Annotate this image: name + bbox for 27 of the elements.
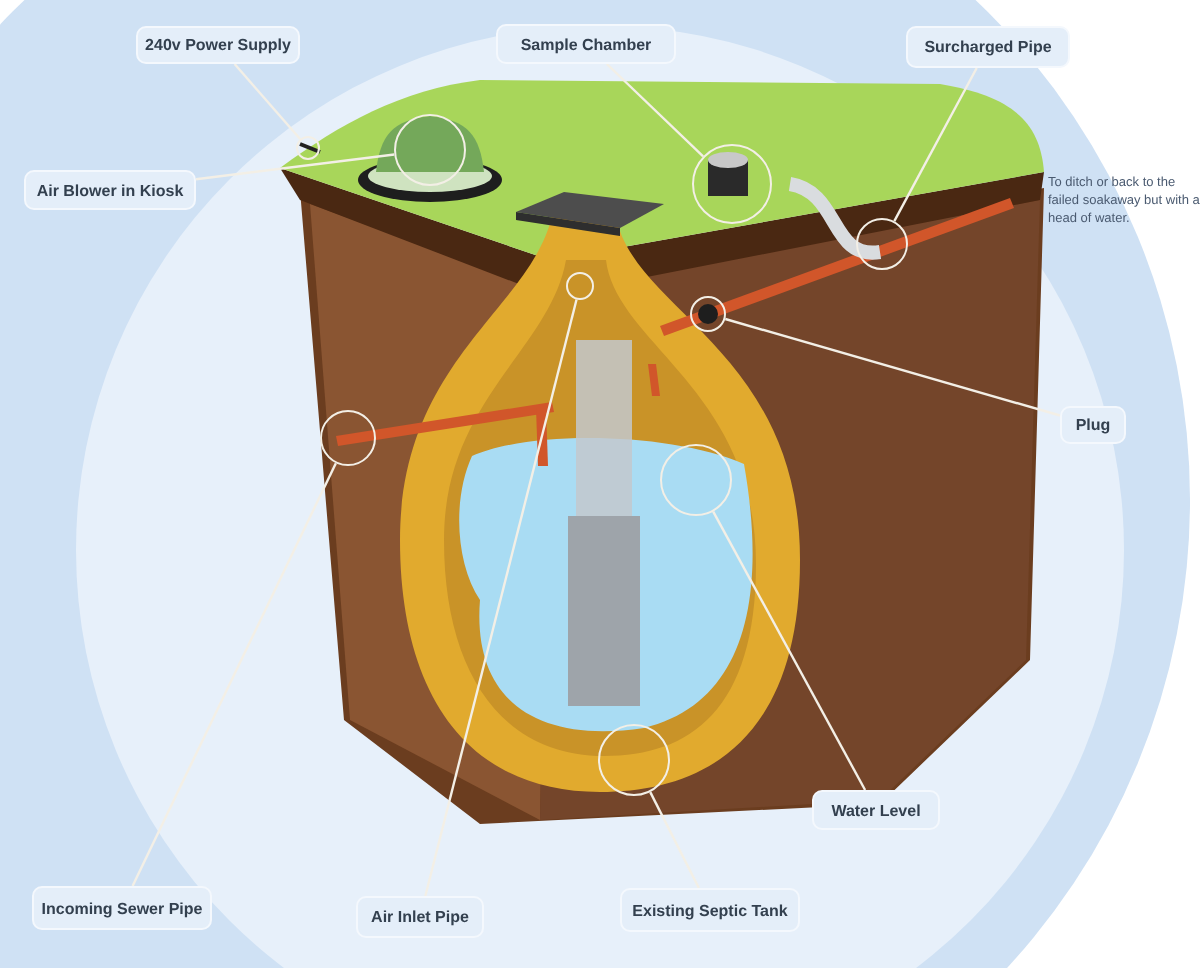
leader-line [649, 791, 700, 889]
callout-circle [394, 114, 466, 186]
leader-line [724, 317, 1061, 417]
leader-line [195, 153, 395, 181]
callout-circle [690, 296, 726, 332]
callout-circle [598, 724, 670, 796]
leader-line [606, 63, 704, 158]
callout-label: Sample Chamber [496, 24, 676, 64]
callout-circle [320, 410, 376, 466]
callout-circle [692, 144, 772, 224]
leader-line [233, 63, 301, 140]
callout-label: Air Blower in Kiosk [24, 170, 196, 210]
callout-circle [566, 272, 594, 300]
leader-line [893, 67, 978, 222]
callout-circle [296, 136, 320, 160]
leader-line [424, 299, 578, 897]
callout-label: Plug [1060, 406, 1126, 444]
leader-line [712, 511, 867, 791]
callout-label: Existing Septic Tank [620, 888, 800, 932]
callout-label: 240v Power Supply [136, 26, 300, 64]
callout-label: Water Level [812, 790, 940, 830]
callout-label: Air Inlet Pipe [356, 896, 484, 938]
callout-label: Incoming Sewer Pipe [32, 886, 212, 930]
callout-circle [660, 444, 732, 516]
callout-circle [856, 218, 908, 270]
leader-line [131, 462, 337, 887]
callout-label: Surcharged Pipe [906, 26, 1070, 68]
